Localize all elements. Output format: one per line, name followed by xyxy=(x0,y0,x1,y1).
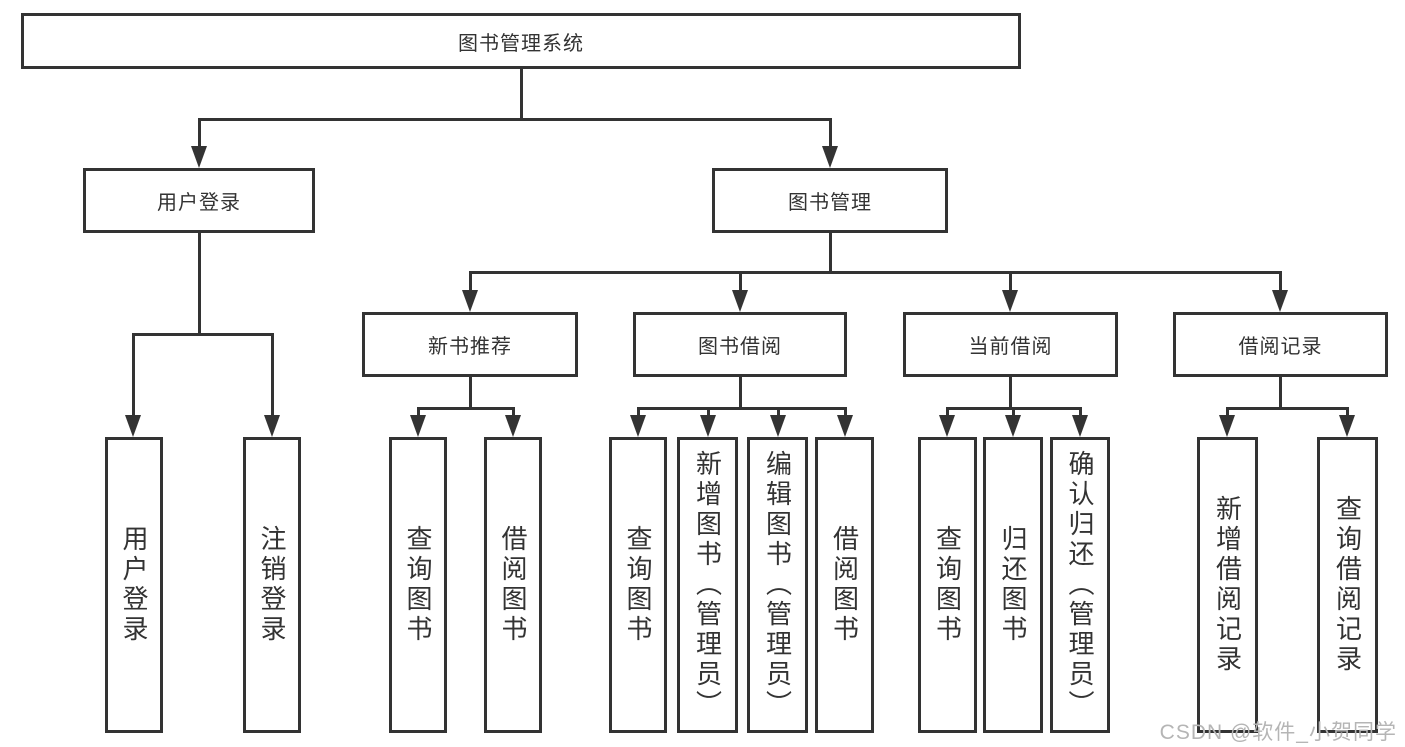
leaf-confirm-return-admin: 确认归还（管理员） xyxy=(1050,437,1110,733)
leaf-borrow-books-borrowing: 借阅图书 xyxy=(815,437,874,733)
leaf-label: 查询图书 xyxy=(623,525,653,645)
leaf-add-borrowing-record: 新增借阅记录 xyxy=(1197,437,1258,733)
connector-line xyxy=(197,233,201,336)
arrow-down xyxy=(1072,408,1088,437)
node-label: 图书管理 xyxy=(788,192,872,214)
leaf-label: 查询借阅记录 xyxy=(1332,495,1363,675)
arrow-down xyxy=(700,408,716,437)
connector-line xyxy=(468,271,1282,274)
arrow-down xyxy=(191,119,207,168)
connector-line xyxy=(738,377,742,410)
node-book-management: 图书管理 xyxy=(712,168,948,233)
leaf-label: 注销登录 xyxy=(257,525,287,645)
connector-line xyxy=(416,407,515,410)
leaf-borrow-books-recommend: 借阅图书 xyxy=(484,437,542,733)
node-current-borrowing: 当前借阅 xyxy=(903,312,1118,377)
leaf-query-books-current: 查询图书 xyxy=(918,437,977,733)
arrow-down xyxy=(505,408,521,437)
leaf-query-borrowing-record: 查询借阅记录 xyxy=(1317,437,1378,733)
arrow-down xyxy=(630,408,646,437)
arrow-down xyxy=(837,408,853,437)
connector-line xyxy=(197,118,832,121)
arrow-down xyxy=(410,408,426,437)
node-label: 当前借阅 xyxy=(968,336,1053,358)
node-label: 图书管理系统 xyxy=(458,32,584,55)
leaf-logout: 注销登录 xyxy=(243,437,301,733)
leaf-add-book-admin: 新增图书（管理员） xyxy=(677,437,738,733)
leaf-label: 借阅图书 xyxy=(498,525,528,645)
arrow-down xyxy=(770,408,786,437)
arrow-down xyxy=(822,119,838,168)
arrow-down xyxy=(732,272,748,312)
connector-line xyxy=(636,407,847,410)
arrow-down xyxy=(1002,272,1018,312)
leaf-label: 借阅图书 xyxy=(829,525,860,645)
leaf-user-login: 用户登录 xyxy=(105,437,163,733)
node-label: 用户登录 xyxy=(157,192,241,214)
connector-line xyxy=(1278,377,1282,410)
arrow-down xyxy=(1219,408,1235,437)
node-new-book-recommendation: 新书推荐 xyxy=(362,312,578,377)
arrow-down xyxy=(1005,408,1021,437)
connector-line xyxy=(828,233,832,274)
arrow-down xyxy=(125,334,141,437)
node-label: 借阅记录 xyxy=(1238,336,1323,358)
leaf-label: 用户登录 xyxy=(119,525,149,645)
leaf-label: 编辑图书（管理员） xyxy=(762,450,793,720)
node-book-borrowing: 图书借阅 xyxy=(633,312,847,377)
leaf-label: 新增借阅记录 xyxy=(1212,495,1243,675)
connector-line xyxy=(519,68,523,120)
leaf-query-books-recommend: 查询图书 xyxy=(389,437,447,733)
arrow-down xyxy=(462,272,478,312)
leaf-edit-book-admin: 编辑图书（管理员） xyxy=(747,437,808,733)
arrow-down xyxy=(1339,408,1355,437)
node-borrowing-records: 借阅记录 xyxy=(1173,312,1388,377)
node-label: 新书推荐 xyxy=(428,336,512,358)
leaf-query-books-borrowing: 查询图书 xyxy=(609,437,667,733)
arrow-down xyxy=(264,334,280,437)
arrow-down xyxy=(939,408,955,437)
leaf-label: 查询图书 xyxy=(932,525,963,645)
leaf-return-books: 归还图书 xyxy=(983,437,1043,733)
leaf-label: 新增图书（管理员） xyxy=(692,450,723,720)
leaf-label: 确认归还（管理员） xyxy=(1065,450,1095,720)
connector-line xyxy=(468,377,472,410)
arrow-down xyxy=(1272,272,1288,312)
watermark-csdn: CSDN @软件_小贺同学 xyxy=(1159,721,1397,744)
connector-line xyxy=(1225,407,1349,410)
connector-line xyxy=(1008,377,1012,410)
leaf-label: 归还图书 xyxy=(998,525,1028,645)
leaf-label: 查询图书 xyxy=(403,525,433,645)
connector-line xyxy=(131,333,274,336)
node-label: 图书借阅 xyxy=(698,336,782,358)
node-root-library-management-system: 图书管理系统 xyxy=(21,13,1021,69)
node-user-login: 用户登录 xyxy=(83,168,315,233)
